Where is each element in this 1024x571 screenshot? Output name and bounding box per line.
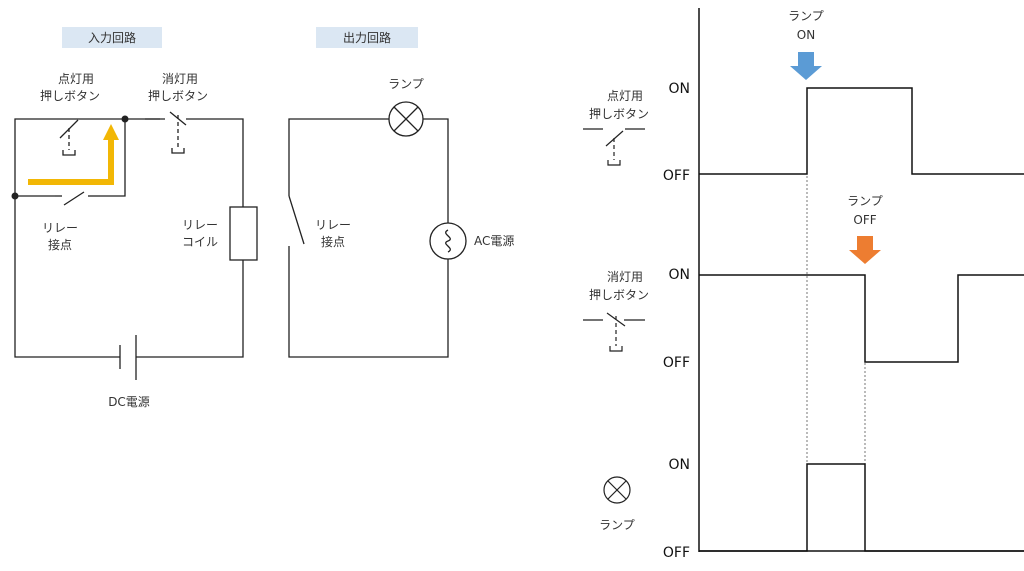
off-button-label: 消灯用 xyxy=(162,72,198,86)
output-circuit: 出力回路 ランプ リレー 接点 AC電源 xyxy=(288,27,514,358)
row3-high-label: ON xyxy=(669,457,691,473)
row3-low-label: OFF xyxy=(663,545,690,561)
relay-contact-label: リレー xyxy=(315,218,351,232)
relay-coil-label: リレー xyxy=(182,218,218,232)
off-button-label: 押しボタン xyxy=(148,89,208,103)
row1-name: 押しボタン xyxy=(589,107,649,121)
relay-contact-label: 接点 xyxy=(48,237,72,252)
off-event-label: OFF xyxy=(853,213,876,227)
relay-contact-label: 接点 xyxy=(321,234,345,249)
ac-source-label: AC電源 xyxy=(474,234,514,248)
on-event-label: ON xyxy=(797,28,815,42)
push-button-nc-icon xyxy=(583,312,645,352)
relay-contact-label: リレー xyxy=(42,221,78,235)
output-wires xyxy=(288,118,449,358)
on-button-label: 点灯用 xyxy=(58,72,94,86)
junction-dot xyxy=(121,115,129,123)
row1-name: 点灯用 xyxy=(607,89,643,103)
input-circuit-title: 入力回路 xyxy=(88,30,136,45)
on-button-label: 押しボタン xyxy=(40,89,100,103)
row2-high-label: ON xyxy=(669,267,691,283)
relay-coil-symbol xyxy=(229,206,258,261)
row1-low-label: OFF xyxy=(663,168,690,184)
row1-high-label: ON xyxy=(669,81,691,97)
row3-name: ランプ xyxy=(599,518,635,532)
input-circuit: 入力回路 xyxy=(11,27,258,409)
lamp-signal xyxy=(699,463,1024,552)
off-event-label: ランプ xyxy=(847,194,883,208)
output-circuit-header xyxy=(316,27,418,48)
lamp-icon xyxy=(603,476,631,504)
lamp-label: ランプ xyxy=(388,77,424,91)
timing-chart: ランプ ON ランプ OFF ON OFF ON OFF ON OFF 点灯用 … xyxy=(583,8,1024,561)
row2-low-label: OFF xyxy=(663,355,690,371)
off-button-signal xyxy=(699,274,1024,363)
on-push-button-symbol xyxy=(35,118,79,156)
row2-name: 押しボタン xyxy=(589,288,649,302)
input-circuit-header xyxy=(62,27,162,48)
on-event-arrow xyxy=(790,52,822,80)
off-push-button-symbol xyxy=(145,111,210,154)
current-flow-arrow xyxy=(28,124,119,185)
dc-battery-symbol xyxy=(119,335,137,380)
on-event-label: ランプ xyxy=(788,9,824,23)
lamp-icon xyxy=(388,101,424,137)
dc-source-label: DC電源 xyxy=(108,395,150,409)
output-circuit-title: 出力回路 xyxy=(343,30,391,45)
off-event-arrow xyxy=(849,236,881,264)
on-button-signal xyxy=(699,87,1024,175)
junction-dot xyxy=(11,192,19,200)
ac-source-icon xyxy=(429,222,467,260)
push-button-no-icon xyxy=(583,128,645,166)
relay-coil-label: コイル xyxy=(182,235,218,249)
input-relay-contact-symbol xyxy=(55,191,100,206)
output-relay-contact-symbol xyxy=(288,195,305,245)
input-wires xyxy=(14,118,244,358)
row2-name: 消灯用 xyxy=(607,270,643,284)
